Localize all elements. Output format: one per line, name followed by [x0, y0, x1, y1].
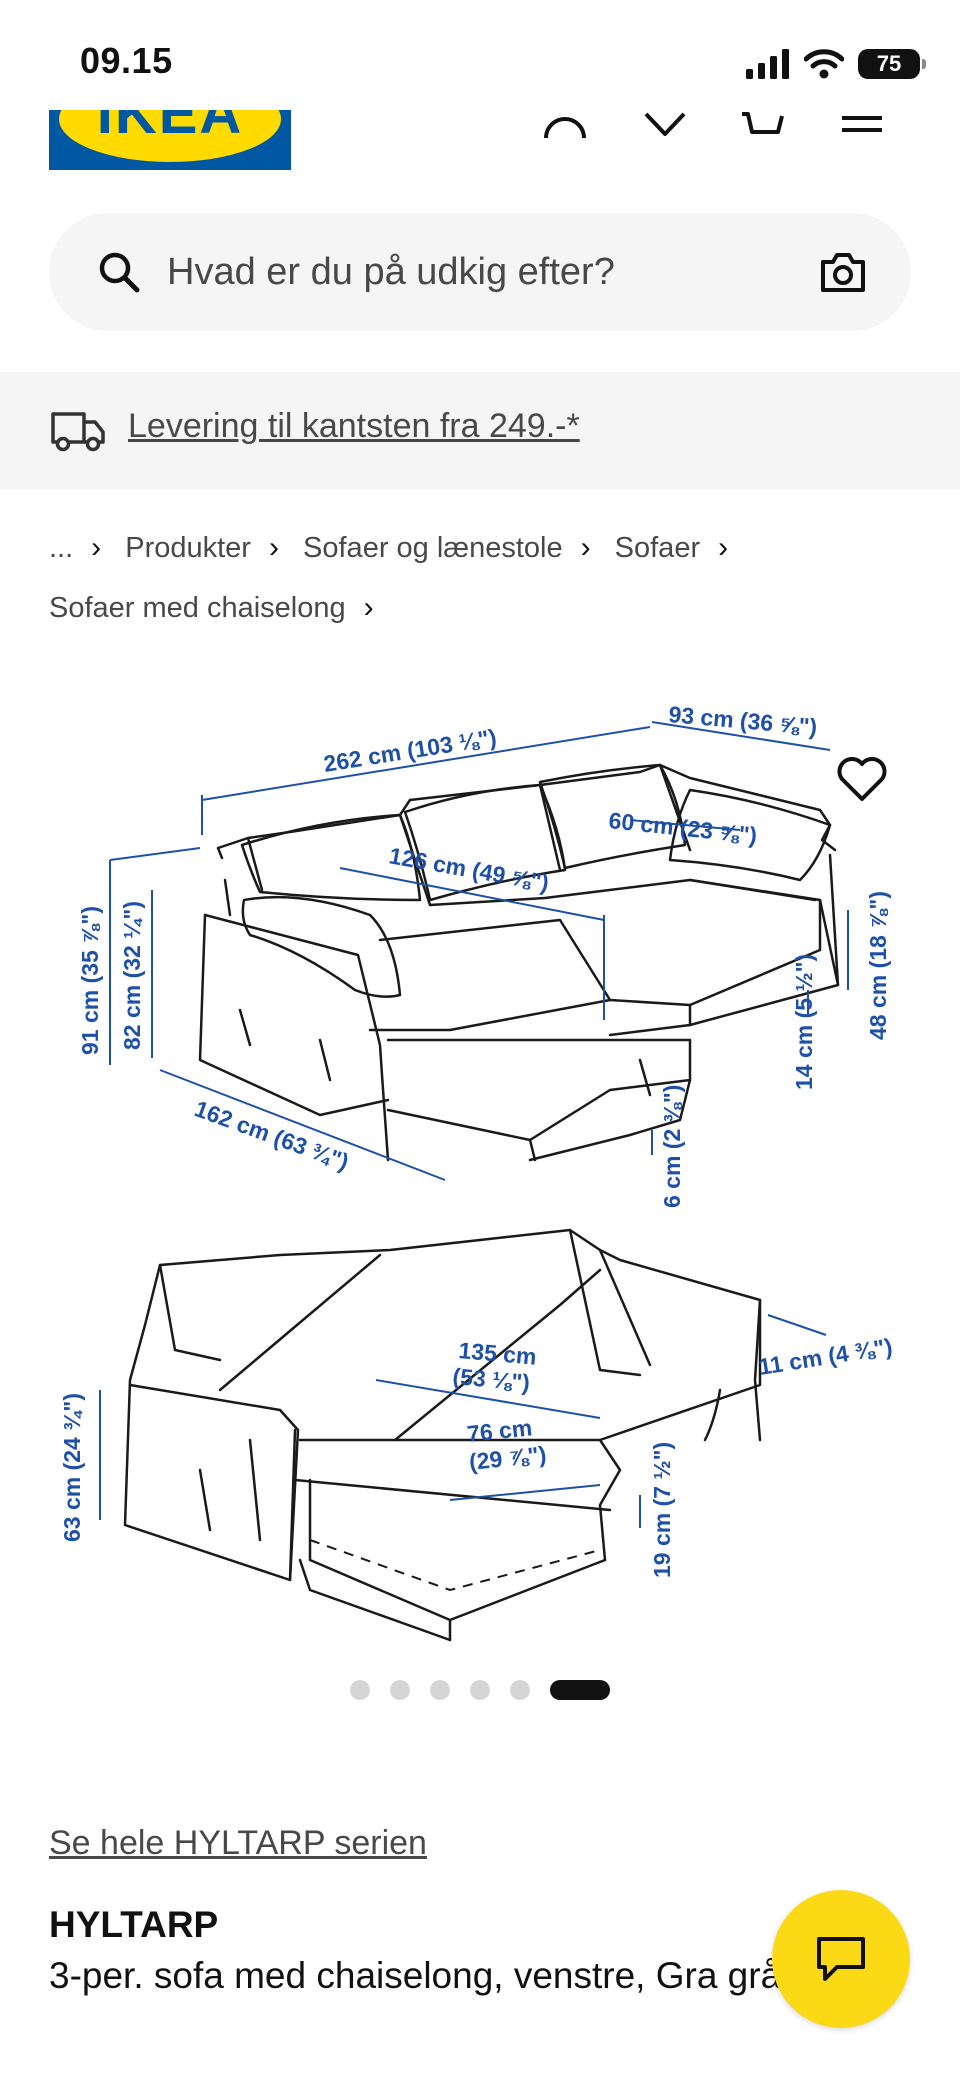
dim-bed-length-in: (53 ⅛") [452, 1363, 531, 1396]
dim-height: 91 cm (35 ⅞") [77, 906, 103, 1055]
carousel-dot[interactable] [430, 1680, 450, 1700]
delivery-link[interactable]: Levering til kantsten fra 249.-* [128, 407, 580, 445]
header: IKEA [0, 110, 960, 170]
menu-icon[interactable] [840, 110, 884, 140]
dim-seat-height: 48 cm (18 ⅞") [865, 891, 891, 1040]
chevron-right-icon: › [718, 531, 729, 564]
dim-bed-width-cm: 76 cm [466, 1414, 534, 1447]
user-icon[interactable] [540, 110, 590, 140]
dim-width: 262 cm (103 ⅛") [322, 724, 498, 777]
heart-icon[interactable] [640, 110, 690, 140]
breadcrumb-item-sofaer-med-chaiselong[interactable]: Sofaer med chaiselong [49, 592, 346, 624]
heart-outline-icon[interactable] [836, 755, 888, 803]
truck-icon [51, 412, 105, 452]
carousel-dot[interactable] [470, 1680, 490, 1700]
breadcrumb-item-sofaer-og-laenestole[interactable]: Sofaer og lænestole [303, 532, 563, 564]
wifi-icon [804, 49, 844, 79]
dim-arm-width: 11 cm (4 ⅜") [757, 1333, 894, 1380]
product-name: HYLTARP [49, 1904, 219, 1945]
dim-chaise-length: 126 cm (49 ⅝") [387, 842, 551, 896]
dim-leg-height: 14 cm (5 ½") [791, 954, 817, 1090]
delivery-banner: Levering til kantsten fra 249.-* [0, 372, 960, 490]
logo-text: IKEA [96, 110, 244, 146]
carousel-dot[interactable] [390, 1680, 410, 1700]
breadcrumb: ... › Produkter › Sofaer og lænestole › Sof… [49, 518, 909, 638]
dim-chaise-depth: 93 cm (36 ⅝") [668, 701, 819, 740]
chat-button[interactable] [772, 1890, 910, 2028]
breadcrumb-item-produkter[interactable]: Produkter [125, 532, 251, 564]
product-image-dimensions[interactable]: 262 cm (103 ⅛") 93 cm (36 ⅝") 60 cm (23 … [0, 670, 960, 1650]
ikea-logo[interactable]: IKEA [49, 110, 291, 170]
chat-icon [817, 1937, 865, 1981]
product-description: 3-per. sofa med chaiselong, venstre, Gra… [49, 1955, 856, 1996]
search-icon [99, 252, 140, 293]
signal-icon [746, 49, 789, 79]
chevron-right-icon: › [363, 591, 374, 624]
battery-icon: 75 [858, 49, 926, 79]
storage-outline [309, 1539, 601, 1592]
series-link[interactable]: Se hele HYLTARP serien [49, 1824, 427, 1862]
chevron-right-icon: › [91, 531, 102, 564]
breadcrumb-item-sofaer[interactable]: Sofaer [614, 532, 701, 564]
dim-storage-height: 19 cm (7 ½") [649, 1442, 675, 1578]
chevron-right-icon: › [268, 531, 279, 564]
sofa-drawing-top [198, 763, 840, 1162]
chevron-right-icon: › [580, 531, 591, 564]
search-input[interactable] [167, 213, 807, 331]
breadcrumb-item-more[interactable]: ... [49, 532, 74, 564]
status-time: 09.15 [80, 40, 173, 81]
battery-level: 75 [876, 51, 902, 76]
carousel-dot[interactable] [510, 1680, 530, 1700]
dim-bed-width-in: (29 ⅞") [468, 1441, 548, 1475]
status-icons: 75 [746, 44, 926, 84]
dim-back-height: 82 cm (32 ¼") [119, 901, 145, 1050]
image-carousel-dots [350, 1680, 610, 1700]
dim-bed-height: 63 cm (24 ¾") [59, 1393, 85, 1542]
dim-skirt: 6 cm (2 ⅜") [659, 1085, 685, 1208]
camera-icon[interactable] [819, 250, 867, 294]
search-bar[interactable] [49, 213, 911, 331]
sofa-drawing-bottom [123, 1228, 762, 1642]
status-bar: 09.15 75 [0, 0, 960, 110]
dimension-labels: 262 cm (103 ⅛") 93 cm (36 ⅝") 60 cm (23 … [59, 701, 894, 1578]
cart-icon[interactable] [738, 110, 788, 140]
dimension-lines [99, 721, 849, 1528]
carousel-dot[interactable] [350, 1680, 370, 1700]
dim-seat-depth: 60 cm (23 ⅝") [607, 807, 758, 848]
carousel-dot-active[interactable] [550, 1680, 610, 1700]
